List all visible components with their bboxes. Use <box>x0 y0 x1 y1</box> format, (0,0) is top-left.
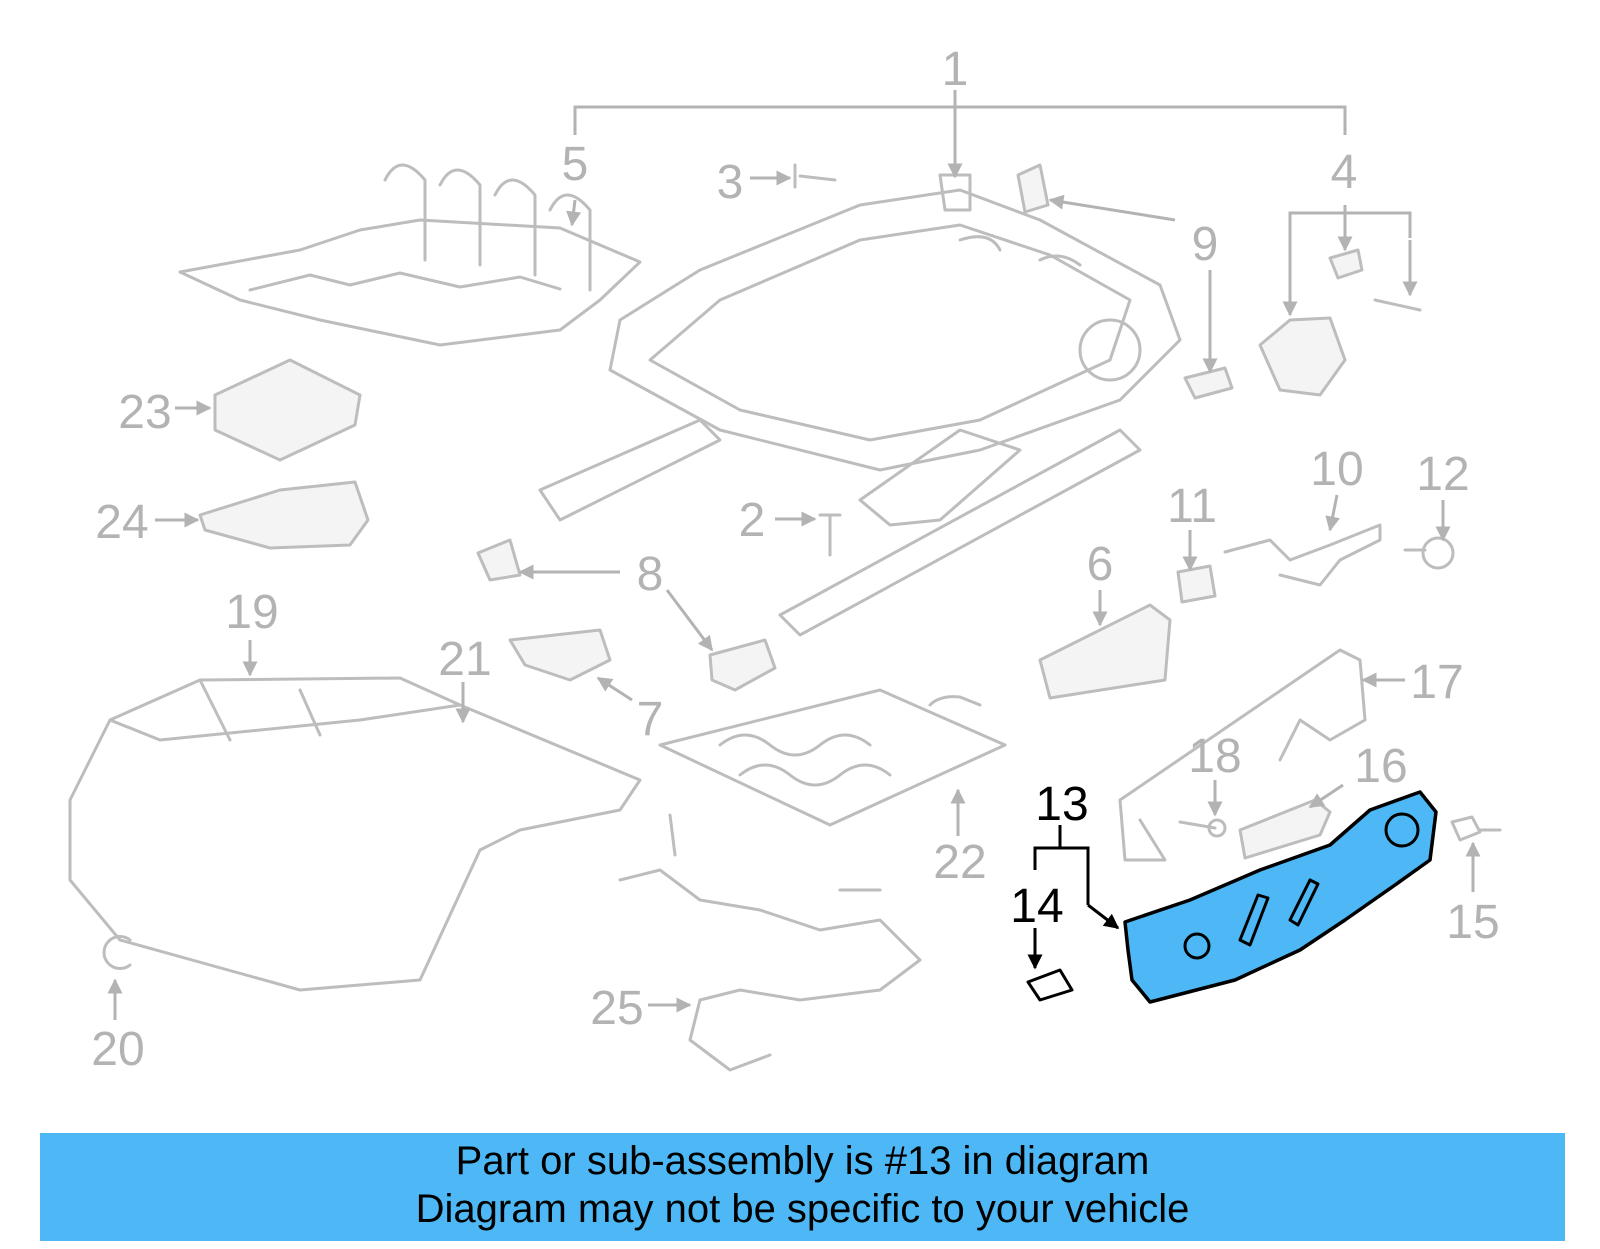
part-1-seat-frame <box>538 173 1182 637</box>
part-25-wire-harness <box>618 813 922 1072</box>
callout-2: 2 <box>739 494 766 547</box>
part-4-hinge-bracket <box>1258 248 1422 397</box>
part-24-bracket <box>198 480 370 550</box>
callout-19: 19 <box>225 586 278 639</box>
part-11-clip <box>1176 564 1217 604</box>
leader-lines <box>107 90 1481 1020</box>
part-18-bolt <box>1178 818 1227 838</box>
part-12-fastener <box>1403 536 1455 570</box>
part-9-clip <box>1016 163 1050 214</box>
part-23-control-module <box>213 358 362 462</box>
part-8-clip-upper <box>476 538 522 582</box>
banner-line-2: Diagram may not be specific to your vehi… <box>415 1187 1190 1231</box>
callout-7: 7 <box>637 693 664 746</box>
callout-6: 6 <box>1087 538 1114 591</box>
part-20-hog-ring <box>102 935 132 970</box>
info-banner: Part or sub-assembly is #13 in diagram D… <box>40 1133 1565 1241</box>
callout-16: 16 <box>1354 740 1407 793</box>
callout-5: 5 <box>562 138 589 191</box>
part-8-clip-lower <box>708 638 777 692</box>
part-14-clip <box>1026 968 1074 1002</box>
part-22-heater-pad <box>658 688 1007 827</box>
callout-13[interactable]: 13 <box>1035 778 1088 831</box>
part-2-screw <box>818 513 842 557</box>
callout-1: 1 <box>942 43 969 96</box>
banner-line-1: Part or sub-assembly is #13 in diagram <box>455 1139 1150 1183</box>
part-6-trim <box>1038 603 1172 700</box>
callout-15: 15 <box>1446 896 1499 949</box>
callout-20: 20 <box>91 1023 144 1076</box>
callout-22: 22 <box>933 836 986 889</box>
callout-14: 14 <box>1010 880 1063 933</box>
part-13-side-cover-highlighted[interactable] <box>1123 790 1438 1004</box>
callout-4: 4 <box>1331 146 1358 199</box>
callout-12: 12 <box>1416 448 1469 501</box>
callout-10: 10 <box>1310 443 1363 496</box>
callout-21: 21 <box>438 633 491 686</box>
callout-17: 17 <box>1410 656 1463 709</box>
part-9-lower-clip <box>1183 366 1234 400</box>
part-16-trim <box>1238 798 1332 860</box>
callout-18: 18 <box>1188 730 1241 783</box>
callout-3: 3 <box>717 156 744 209</box>
callout-24: 24 <box>95 496 148 549</box>
part-19-seat-cushion <box>68 676 642 992</box>
callout-25: 25 <box>590 982 643 1035</box>
part-7-cover <box>508 628 612 682</box>
part-3-bolt <box>793 163 837 189</box>
part-17-wire-frame <box>1118 648 1367 862</box>
callout-11: 11 <box>1167 480 1217 533</box>
callout-23: 23 <box>118 386 171 439</box>
part-10-wire <box>1223 523 1382 587</box>
callout-9: 9 <box>1192 218 1219 271</box>
part-15-clip <box>1450 815 1502 842</box>
part-5-spring-mat <box>178 163 642 347</box>
callout-8: 8 <box>637 548 664 601</box>
